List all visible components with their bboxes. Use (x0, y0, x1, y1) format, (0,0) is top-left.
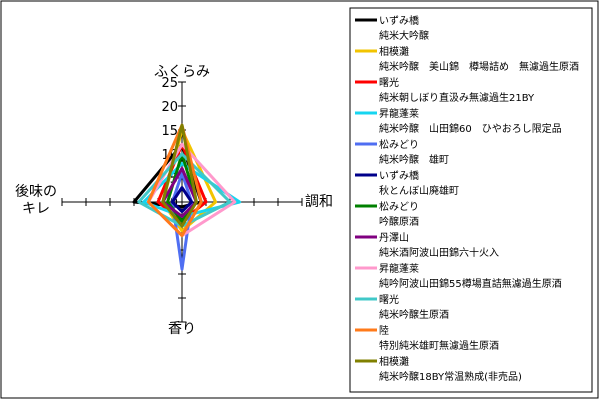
tick-label: 15 (161, 124, 178, 139)
legend-series-detail: 純米吟醸 雄町 (379, 153, 449, 166)
legend-series-detail: 特別純米雄町無濾過生原酒 (379, 339, 499, 352)
axis-label-right: 調和 (305, 194, 333, 210)
axis-label-top: ふくらみ (154, 64, 210, 80)
legend-series-name: 相模灘 (379, 355, 409, 368)
legend-series-name: いずみ橋 (379, 14, 419, 27)
legend-series-name: 昇龍蓬莱 (379, 262, 419, 275)
series-layer (132, 123, 242, 271)
series-line-5 (170, 171, 194, 271)
legend-series-name: 昇龍蓬莱 (379, 107, 419, 120)
legend-series-detail: 純米朝しぼり直汲み無濾過生21BY (379, 91, 535, 104)
legend-series-detail: 純米吟醸 美山錦 樽場詰め 無濾過生原酒 (379, 60, 579, 73)
legend-series-detail: 純米酒阿波山田錦六十火入 (379, 246, 499, 259)
legend-series-detail: 純吟阿波山田錦55樽場直詰無濾過生原酒 (379, 277, 562, 290)
legend-series-name: 相模灘 (379, 45, 409, 58)
legend-series-detail: 純米吟醸生原酒 (379, 308, 449, 321)
series-line-6 (170, 186, 194, 214)
series-line-11 (146, 123, 203, 238)
labels-layer: ふくらみ 調和 香り 後味のキレ (15, 64, 333, 337)
legend-series-name: 曙光 (379, 76, 399, 89)
legend-series-name: 陸 (379, 324, 389, 337)
legend-series-detail: 純米吟醸 山田錦60 ひやおろし限定品 (379, 122, 562, 135)
legend-series-name: 松みどり (379, 138, 419, 151)
series-line-8 (161, 166, 198, 218)
series-line-12 (161, 123, 198, 228)
legend-series-name: 曙光 (379, 293, 399, 306)
axis-label-bottom: 香り (168, 321, 196, 337)
legend-series-detail: 純米吟醸18BY常温熟成(非売品) (379, 370, 522, 383)
tick-label: 25 (161, 76, 178, 91)
series-line-1 (132, 142, 203, 209)
legend-box (349, 7, 593, 393)
tick-label: 20 (161, 100, 178, 115)
axis-label-left: 後味のキレ (15, 184, 57, 217)
legend-series-detail: 吟醸原酒 (379, 215, 419, 228)
legend-series-name: 丹澤山 (379, 232, 409, 244)
legend-series-detail: 純米大吟醸 (379, 29, 429, 42)
legend-series-name: いずみ橋 (379, 169, 419, 182)
legend-series-detail: 秋とんぼ山廃雄町 (379, 184, 459, 197)
legend-series-name: 松みどり (379, 200, 419, 213)
